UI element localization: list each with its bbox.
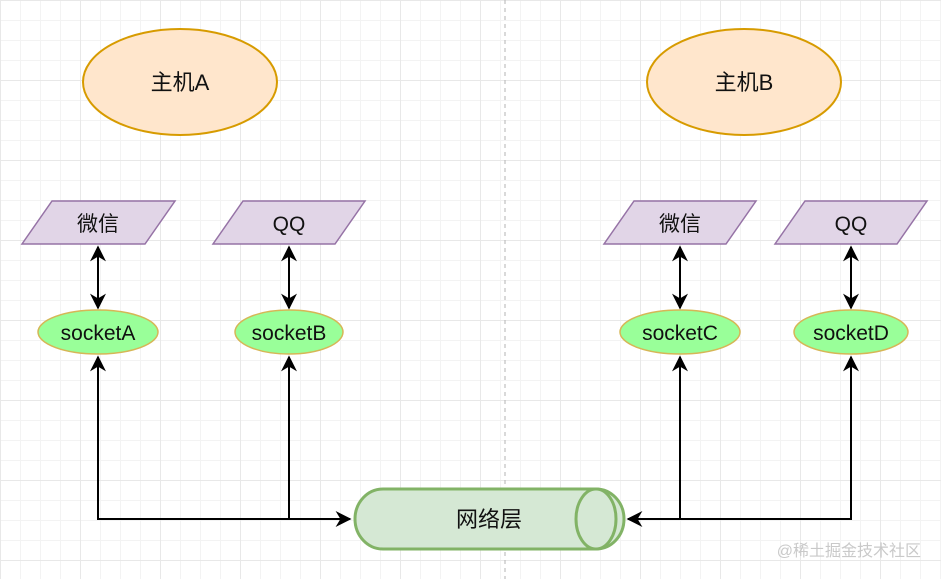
socket-d: socketD xyxy=(793,309,909,355)
edge-socket-d-network xyxy=(626,355,859,527)
network-layer-label: 网络层 xyxy=(456,507,522,532)
app-qq-a: QQ xyxy=(211,200,367,245)
app-wechat-b-shape xyxy=(602,200,758,245)
host-b: 主机B xyxy=(646,28,842,136)
socket-a-label: socketA xyxy=(61,322,136,345)
app-wechat-b: 微信 xyxy=(602,200,758,245)
host-a-label: 主机A xyxy=(151,70,210,95)
app-qq-b-label: QQ xyxy=(835,213,868,236)
app-qq-a-shape xyxy=(211,200,367,245)
socket-c: socketC xyxy=(619,309,741,355)
socket-c-shape xyxy=(619,309,741,355)
socket-a-shape xyxy=(37,309,159,355)
app-wechat-a-label: 微信 xyxy=(77,213,119,236)
network-layer: 网络层 xyxy=(353,487,626,551)
app-wechat-b-label: 微信 xyxy=(659,213,701,236)
app-qq-a-label: QQ xyxy=(273,213,306,236)
socket-a: socketA xyxy=(37,309,159,355)
host-b-label: 主机B xyxy=(715,70,774,95)
host-b-shape xyxy=(646,28,842,136)
app-wechat-a: 微信 xyxy=(20,200,177,245)
host-a-shape xyxy=(82,28,278,136)
socket-d-label: socketD xyxy=(813,322,889,345)
watermark: @稀土掘金技术社区 xyxy=(776,543,921,560)
app-wechat-a-shape xyxy=(20,200,177,245)
socket-c-label: socketC xyxy=(642,322,718,345)
host-a: 主机A xyxy=(82,28,278,136)
socket-b-label: socketB xyxy=(252,322,327,345)
socket-b-shape xyxy=(234,309,344,355)
socket-b: socketB xyxy=(234,309,344,355)
network-layer-cap xyxy=(574,487,618,551)
app-qq-b-shape xyxy=(773,200,929,245)
app-qq-b: QQ xyxy=(773,200,929,245)
edge-socket-a-network xyxy=(90,355,352,527)
socket-d-shape xyxy=(793,309,909,355)
